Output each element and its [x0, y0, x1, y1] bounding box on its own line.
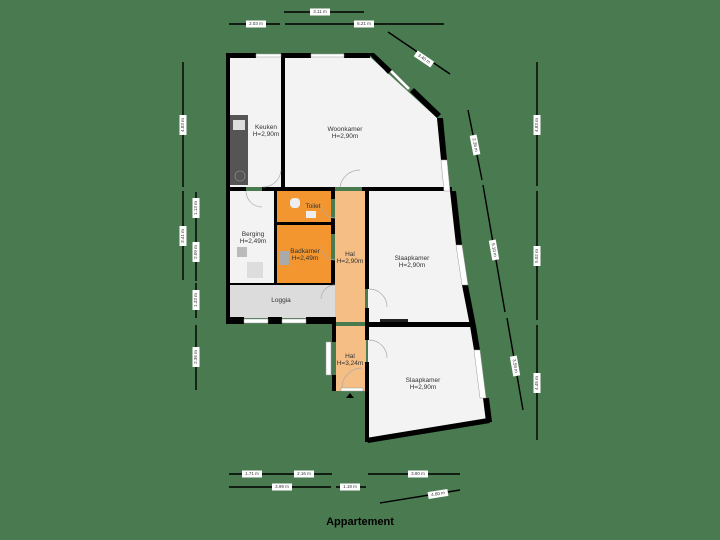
dim-label: 1.13 m: [193, 201, 198, 215]
dim-label: 1.19 m: [343, 484, 357, 489]
dim-label: 2.36 m: [193, 350, 198, 364]
dim-label: 3.59 m: [512, 359, 519, 374]
room-label: Woonkamer: [328, 126, 364, 133]
windows: [243, 53, 487, 399]
room-label: Hal: [345, 251, 355, 258]
walls: [226, 53, 492, 443]
entrance-arrow-icon: [346, 393, 354, 398]
floor-fills: [230, 57, 487, 440]
room-height: H=2,90m: [332, 133, 359, 140]
room-label: Berging: [242, 231, 265, 238]
dim-label: 1.33 m: [193, 293, 198, 307]
room-label: Badkamer: [290, 248, 320, 255]
storage-box: [247, 262, 263, 278]
dim-label: 5.10 m: [491, 243, 498, 258]
room-label: Slaapkamer: [406, 377, 442, 384]
room-height: H=2,90m: [337, 258, 364, 265]
dim-label: 5.02 m: [534, 249, 539, 263]
room-height: H=2,49m: [240, 238, 267, 245]
room-hal-upper[interactable]: [335, 191, 365, 322]
washer-icon: [237, 247, 247, 257]
fixtures: [230, 115, 408, 398]
dim-label: 3.40 m: [417, 53, 431, 65]
room-height: H=2,49m: [292, 255, 319, 262]
dim-label: 6.21 m: [357, 21, 371, 26]
dim-label: 4.45 m: [534, 376, 539, 390]
room-hal-lower[interactable]: [336, 326, 366, 391]
room-height: H=2,90m: [253, 131, 280, 138]
room-toilet[interactable]: [277, 191, 331, 224]
dim-label: 2.03 m: [249, 21, 263, 26]
room-label: Toilet: [305, 203, 320, 210]
dim-label: 4.83 m: [534, 118, 539, 132]
room-woonkamer[interactable]: [284, 57, 445, 187]
room-slaapkamer-upper[interactable]: [368, 191, 472, 322]
dim-label: 1.71 m: [245, 471, 259, 476]
bathtub-icon: [279, 251, 289, 265]
room-loggia[interactable]: [230, 284, 335, 318]
dim-label: 3.99 m: [275, 484, 289, 489]
toilet-bowl-icon: [290, 198, 300, 208]
dim-label: 4.60 m: [431, 490, 446, 497]
room-height: H=2,90m: [399, 262, 426, 269]
room-labels: Keuken H=2,90m Woonkamer H=2,90m Toilet …: [240, 124, 441, 391]
doors: [245, 169, 388, 389]
dim-label: 3.41 m: [180, 229, 185, 243]
dim-label: 2.09 m: [193, 245, 198, 259]
room-label: Loggia: [271, 297, 291, 304]
room-slaapkamer-lower[interactable]: [368, 326, 487, 440]
room-label: Keuken: [255, 124, 277, 131]
stove-icon: [234, 170, 246, 182]
dim-label: 4.83 m: [180, 118, 185, 132]
dim-label: 3.11 m: [313, 9, 327, 14]
sink-icon: [306, 211, 316, 218]
dimension-labels: 3.11 m 2.03 m 6.21 m 3.40 m 4.83 m 3.41 …: [179, 8, 541, 500]
kitchen-counter: [230, 115, 248, 185]
room-label: Hal: [345, 353, 355, 360]
dim-label: 2.36 m: [472, 138, 480, 153]
dim-label: 2.16 m: [297, 471, 311, 476]
plan-title: Appartement: [326, 516, 394, 528]
room-height: H=3,24m: [337, 360, 364, 367]
dim-label: 3.80 m: [411, 471, 425, 476]
room-height: H=2,90m: [410, 384, 437, 391]
room-label: Slaapkamer: [395, 255, 431, 262]
